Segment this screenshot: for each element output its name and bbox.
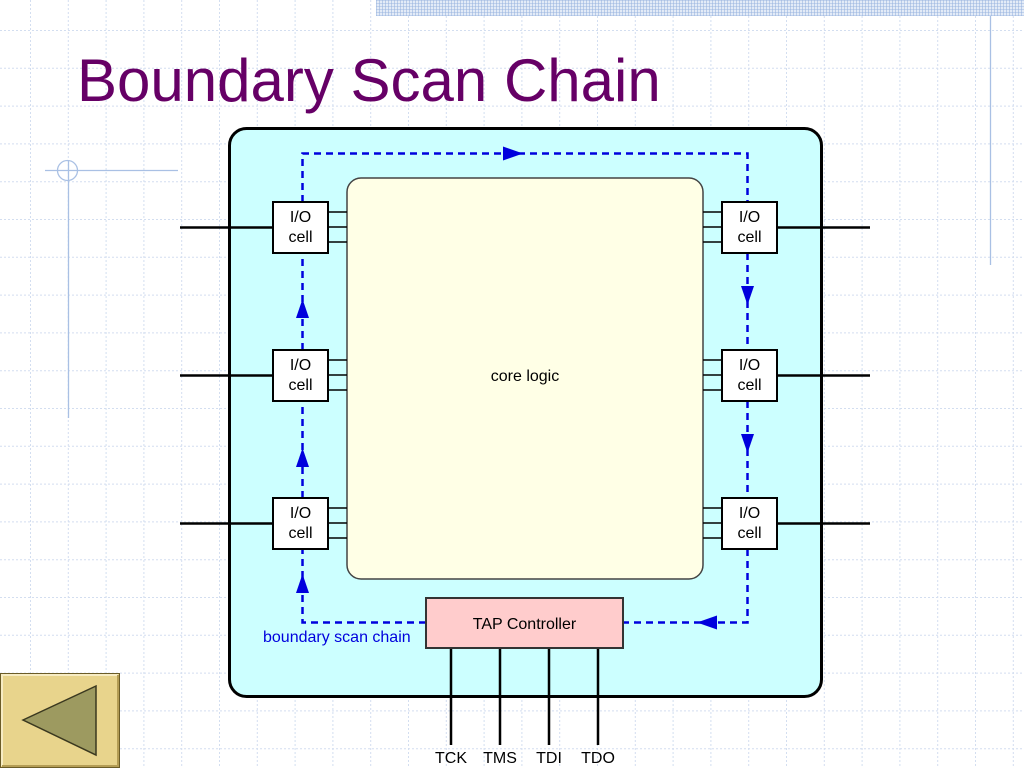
chain-arrowhead-up [296,574,309,593]
core-logic-label: core logic [491,368,559,385]
io-cell-box [721,349,778,402]
io-cell-box [721,497,778,550]
io-cell-box [272,201,329,254]
io-cell-label-line1: I/O [290,209,311,226]
boundary-scan-diagram: boundary scan chain core logic I/O cell [180,127,870,767]
io-cell-left-bottom: I/O cell [180,497,347,550]
io-cell-label-line2: cell [288,525,312,542]
chain-arrowhead-down [741,434,754,453]
previous-slide-button-face [0,673,120,768]
tap-controller-block [425,597,624,649]
io-cell-label-line2: cell [737,377,761,394]
chain-arrowhead-left [697,615,717,630]
io-cell-box [272,349,329,402]
io-cell-label-line2: cell [288,377,312,394]
io-cell-right-top: I/O cell [703,201,870,254]
io-cell-box [272,497,329,550]
io-cell-left-top: I/O cell [180,201,347,254]
tap-pin-label-tdo: TDO [581,750,615,767]
chain-arrowhead-up [296,299,309,318]
header-band [376,0,1024,16]
previous-slide-button[interactable] [0,673,120,768]
tap-pin-label-tck: TCK [435,750,467,767]
io-cell-label-line2: cell [737,525,761,542]
chain-arrowhead-down [741,286,754,305]
tap-pin-label-tdi: TDI [536,750,562,767]
core-logic-block [346,177,704,580]
crosshair-circle [56,159,79,182]
io-cell-label-line2: cell [737,229,761,246]
chain-arrowhead-up [296,448,309,467]
tap-pin-label-tms: TMS [483,750,517,767]
io-cell-left-middle: I/O cell [180,349,347,402]
left-triangle-icon [21,684,97,757]
tap-controller: TAP Controller TCK TMS TDI TDO [425,597,624,767]
slide-title: Boundary Scan Chain [77,47,661,114]
io-cell-label-line1: I/O [739,209,760,226]
boundary-scan-chain-label: boundary scan chain [263,629,411,646]
crosshair-ornament [45,159,178,418]
io-cell-box [721,201,778,254]
io-cell-label-line1: I/O [739,505,760,522]
io-cell-label-line2: cell [288,229,312,246]
io-cell-label-line1: I/O [290,357,311,374]
io-cell-right-middle: I/O cell [703,349,870,402]
button-bevel-shadow [2,675,119,767]
io-cell-label-line1: I/O [290,505,311,522]
chain-arrowhead-right [503,146,523,161]
io-cell-label-line1: I/O [739,357,760,374]
tap-controller-label: TAP Controller [473,616,577,633]
button-bevel-highlight [1,674,118,766]
io-cell-right-bottom: I/O cell [703,497,870,550]
